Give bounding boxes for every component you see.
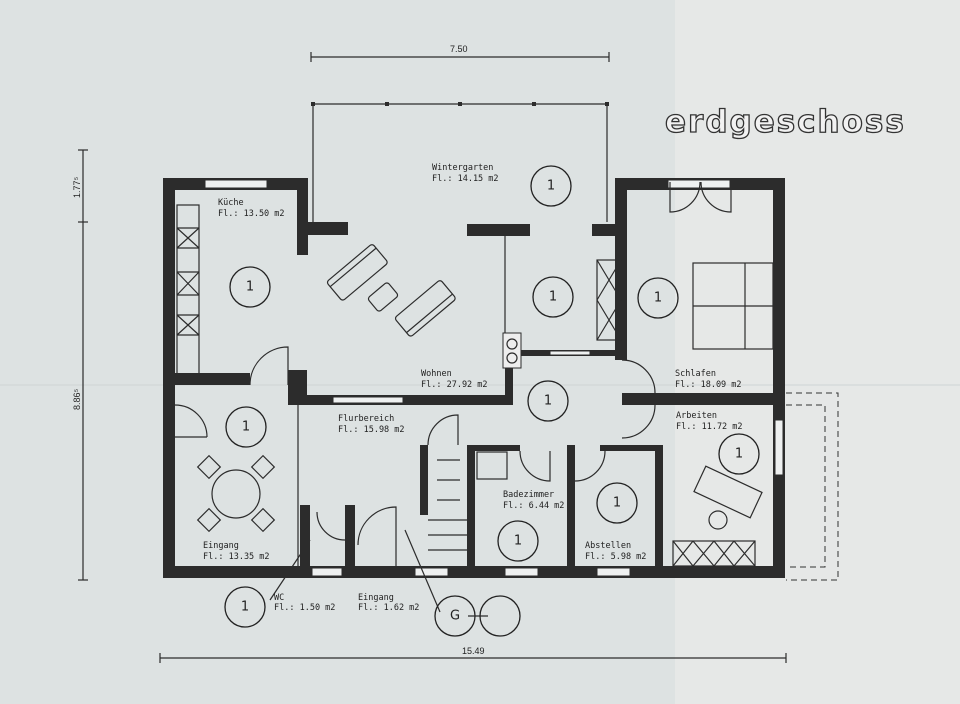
paper-fold-shade — [675, 0, 960, 704]
dimension-left-upper-label: 1.77⁵ — [72, 176, 82, 198]
svg-text:1: 1 — [241, 600, 249, 615]
doors — [174, 181, 732, 566]
svg-text:G: G — [450, 609, 460, 624]
room-marker: 1 — [497, 520, 539, 562]
svg-text:1: 1 — [654, 291, 662, 306]
room-marker: 1 — [596, 482, 638, 524]
plan-title: erdgeschoss — [665, 104, 906, 140]
svg-text:Fl.: 6.44 m2: Fl.: 6.44 m2 — [503, 501, 564, 511]
svg-text:Schlafen: Schlafen — [675, 369, 716, 379]
room-marker: 1 — [224, 586, 266, 628]
svg-text:Eingang: Eingang — [358, 593, 394, 603]
empty-marker — [479, 595, 521, 637]
room-marker: 1 — [530, 165, 572, 207]
room-marker: 1 — [527, 380, 569, 422]
svg-text:Abstellen: Abstellen — [585, 541, 631, 551]
dimension-bottom: 15.49 — [159, 646, 787, 663]
svg-text:Fl.: 5.98 m2: Fl.: 5.98 m2 — [585, 552, 646, 562]
svg-text:Fl.: 27.92 m2: Fl.: 27.92 m2 — [421, 380, 488, 390]
svg-text:Wohnen: Wohnen — [421, 369, 452, 379]
room-marker: 1 — [532, 276, 574, 318]
svg-text:1: 1 — [613, 496, 621, 511]
svg-text:Fl.: 14.15 m2: Fl.: 14.15 m2 — [432, 174, 499, 184]
dimension-left: 1.77⁵ 8.86⁵ — [72, 149, 88, 581]
svg-text:Wintergarten: Wintergarten — [432, 163, 493, 173]
svg-text:Fl.: 13.35 m2: Fl.: 13.35 m2 — [203, 552, 270, 562]
svg-text:Flurbereich: Flurbereich — [338, 414, 394, 424]
svg-text:1: 1 — [242, 420, 250, 435]
svg-text:Fl.: 13.50 m2: Fl.: 13.50 m2 — [218, 209, 285, 219]
walls — [163, 178, 785, 578]
svg-text:Fl.: 1.50 m2: Fl.: 1.50 m2 — [274, 603, 335, 613]
svg-text:1: 1 — [246, 280, 254, 295]
svg-text:Fl.: 11.72 m2: Fl.: 11.72 m2 — [676, 422, 743, 432]
dimension-top: 7.50 — [310, 44, 610, 62]
svg-text:1: 1 — [549, 290, 557, 305]
svg-text:WC: WC — [274, 593, 284, 603]
wintergarten-frame — [311, 102, 609, 222]
svg-text:Fl.: 18.09 m2: Fl.: 18.09 m2 — [675, 380, 742, 390]
room-marker: 1 — [225, 406, 267, 448]
svg-text:1: 1 — [735, 447, 743, 462]
svg-text:1: 1 — [547, 179, 555, 194]
svg-text:Küche: Küche — [218, 198, 244, 208]
dimension-top-label: 7.50 — [450, 44, 468, 54]
svg-text:Badezimmer: Badezimmer — [503, 490, 554, 500]
terrace-steps — [786, 392, 839, 581]
svg-text:Fl.: 1.62 m2: Fl.: 1.62 m2 — [358, 603, 419, 613]
svg-text:1: 1 — [544, 394, 552, 409]
room-marker: 1 — [637, 277, 679, 319]
svg-text:Fl.: 15.98 m2: Fl.: 15.98 m2 — [338, 425, 405, 435]
svg-text:Eingang: Eingang — [203, 541, 239, 551]
leader-lines — [269, 529, 441, 613]
dimension-left-total-label: 8.86⁵ — [72, 388, 82, 410]
room-marker: 1 — [229, 266, 271, 308]
svg-text:Arbeiten: Arbeiten — [676, 411, 717, 421]
furniture — [176, 204, 774, 567]
dimension-bottom-label: 15.49 — [462, 646, 485, 656]
room-marker: 1 — [718, 433, 760, 475]
svg-text:1: 1 — [514, 534, 522, 549]
